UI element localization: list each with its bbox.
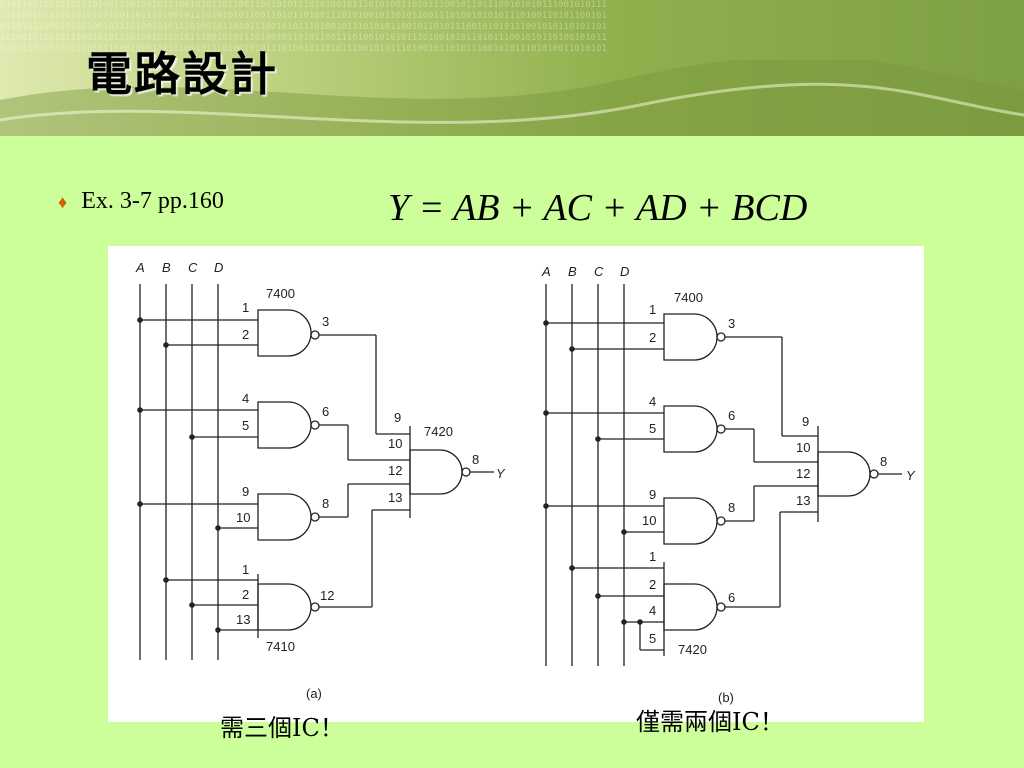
rail-label-b: B <box>568 264 577 279</box>
caption-circuit-b: 僅需兩個IC！ <box>636 708 784 736</box>
binary-background-pattern: 0101100110101011101001110100101110010101… <box>0 0 607 54</box>
slide-title: 電路設計 <box>86 47 278 101</box>
logic-circuit-figure: A B C D 7400 1 2 3 4 5 6 9 10 8 1 2 13 1… <box>108 246 924 722</box>
chip-label: 7410 <box>266 639 295 654</box>
chip-label: 7420 <box>678 642 707 657</box>
pin-label: 12 <box>388 463 402 478</box>
pin-label: 9 <box>394 410 401 425</box>
pin-label: 6 <box>728 408 735 423</box>
pin-label: 1 <box>242 562 249 577</box>
rail-label-a: A <box>135 260 145 275</box>
rail-label-c: C <box>594 264 604 279</box>
bullet-item: ♦ Ex. 3-7 pp.160 <box>58 188 318 215</box>
pin-label: 13 <box>236 612 250 627</box>
pin-label: 2 <box>649 577 656 592</box>
pin-label: 10 <box>388 436 402 451</box>
circuit-diagrams: A B C D 7400 1 2 3 4 5 6 9 10 8 1 2 13 1… <box>135 260 916 705</box>
pin-label: 10 <box>642 513 656 528</box>
pin-label: 9 <box>242 484 249 499</box>
pin-label: 5 <box>649 631 656 646</box>
pin-label: 1 <box>649 549 656 564</box>
pin-label: 12 <box>796 466 810 481</box>
pin-label: 2 <box>649 330 656 345</box>
pin-label: 1 <box>649 302 656 317</box>
pin-label: 1 <box>242 300 249 315</box>
bullet-text: Ex. 3-7 pp.160 <box>81 188 224 214</box>
output-label: Y <box>496 466 506 481</box>
pin-label: 9 <box>649 487 656 502</box>
slide-header-banner: 0101100110101011101001110100101110010101… <box>0 0 1024 136</box>
header-swoosh-decoration <box>0 60 1024 136</box>
pin-label: 6 <box>322 404 329 419</box>
pin-label: 8 <box>728 500 735 515</box>
rail-label-d: D <box>620 264 629 279</box>
pin-label: 4 <box>649 603 656 618</box>
pin-label: 3 <box>322 314 329 329</box>
pin-label: 8 <box>880 454 887 469</box>
boolean-formula: Y = AB + AC + AD + BCD <box>388 187 808 229</box>
pin-label: 13 <box>796 493 810 508</box>
rail-label-c: C <box>188 260 198 275</box>
caption-circuit-a: 需三個IC！ <box>220 714 344 742</box>
pin-label: 12 <box>320 588 334 603</box>
pin-label: 10 <box>236 510 250 525</box>
subfigure-label: (b) <box>718 690 734 705</box>
chip-label: 7420 <box>424 424 453 439</box>
pin-label: 5 <box>649 421 656 436</box>
output-label: Y <box>906 468 916 483</box>
pin-label: 10 <box>796 440 810 455</box>
pin-label: 2 <box>242 587 249 602</box>
pin-label: 13 <box>388 490 402 505</box>
chip-label: 7400 <box>674 290 703 305</box>
rail-label-a: A <box>541 264 551 279</box>
rail-label-d: D <box>214 260 223 275</box>
pin-label: 5 <box>242 418 249 433</box>
pin-label: 8 <box>472 452 479 467</box>
pin-label: 9 <box>802 414 809 429</box>
pin-label: 6 <box>728 590 735 605</box>
chip-label: 7400 <box>266 286 295 301</box>
pin-label: 3 <box>728 316 735 331</box>
pin-label: 4 <box>242 391 249 406</box>
diamond-bullet-icon: ♦ <box>58 192 68 212</box>
pin-label: 8 <box>322 496 329 511</box>
subfigure-label: (a) <box>306 686 322 701</box>
pin-label: 4 <box>649 394 656 409</box>
pin-label: 2 <box>242 327 249 342</box>
rail-label-b: B <box>162 260 171 275</box>
